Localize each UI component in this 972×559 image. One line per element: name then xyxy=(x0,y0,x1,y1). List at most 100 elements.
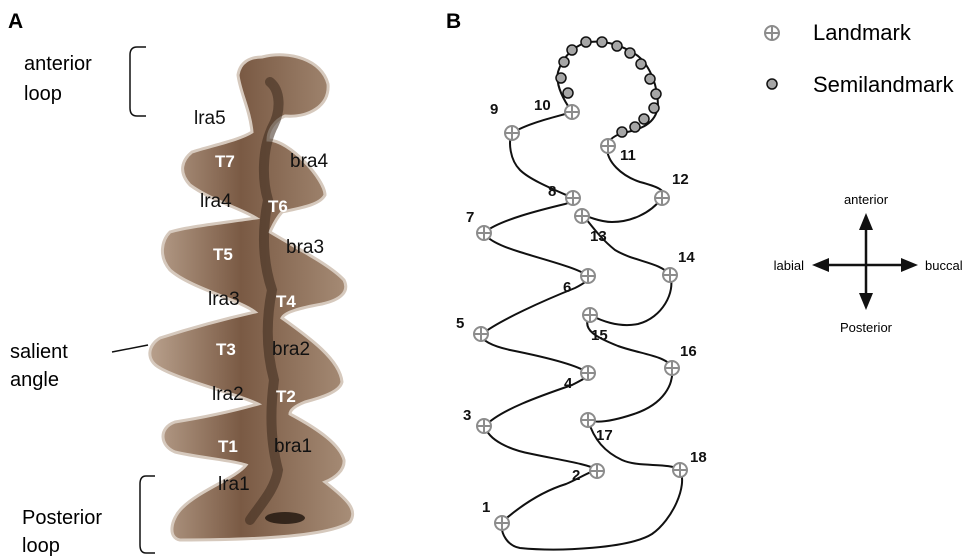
landmark-3 xyxy=(476,418,492,434)
semilandmark-2 xyxy=(555,72,567,84)
landmark-5 xyxy=(473,326,489,342)
posterior-loop-dark-spot xyxy=(265,512,305,524)
landmark-label-5: 5 xyxy=(456,315,464,332)
landmark-symbol-icon xyxy=(764,25,780,41)
arrow-left-icon xyxy=(812,258,829,272)
landmark-number-labels: 1 2 3 4 5 6 7 8 9 10 11 12 13 14 15 16 1… xyxy=(456,97,707,516)
landmark-label-13: 13 xyxy=(590,228,607,245)
landmark-label-17: 17 xyxy=(596,427,613,444)
triangle-t7: T7 xyxy=(215,152,235,171)
semilandmark-14 xyxy=(629,121,641,133)
landmark-group xyxy=(473,104,688,531)
semilandmark-7 xyxy=(611,40,623,52)
landmark-label-9: 9 xyxy=(490,101,498,118)
landmark-13 xyxy=(574,208,590,224)
landmark-label-8: 8 xyxy=(548,183,556,200)
semilandmark-3 xyxy=(558,56,570,68)
triangle-t6: T6 xyxy=(268,197,288,216)
compass-anterior-label: anterior xyxy=(844,192,889,207)
triangle-t5: T5 xyxy=(213,245,233,264)
triangle-labels: T7 T6 T5 T4 T3 T2 T1 xyxy=(213,152,296,456)
arrow-down-icon xyxy=(859,293,873,310)
posterior-loop-bracket xyxy=(139,475,155,554)
orientation-compass: anterior Posterior labial buccal xyxy=(774,192,963,335)
panel-a-letter: A xyxy=(8,10,23,33)
landmark-label-3: 3 xyxy=(463,407,471,424)
landmark-label-6: 6 xyxy=(563,279,571,296)
landmark-2 xyxy=(589,463,605,479)
landmark-label-2: 2 xyxy=(572,467,580,484)
landmark-17 xyxy=(580,412,596,428)
landmark-label-4: 4 xyxy=(564,375,573,392)
semilandmark-8 xyxy=(624,47,636,59)
lra3-label: lra3 xyxy=(208,289,240,310)
landmark-18 xyxy=(672,462,688,478)
landmark-4 xyxy=(580,365,596,381)
semilandmark-1 xyxy=(562,87,574,99)
semilandmark-11 xyxy=(650,88,662,100)
panel-b-letter: B xyxy=(446,10,461,33)
lra-labels: lra5 lra4 lra3 lra2 lra1 xyxy=(194,108,250,495)
landmark-1 xyxy=(494,515,510,531)
compass-labial-label: labial xyxy=(774,258,804,273)
landmark-label-15: 15 xyxy=(591,327,608,344)
landmark-label-12: 12 xyxy=(672,171,689,188)
salient-angle-label: salient angle xyxy=(10,341,73,391)
bra2-label: bra2 xyxy=(272,339,310,360)
semilandmark-6 xyxy=(596,36,608,48)
bra4-label: bra4 xyxy=(290,151,328,172)
lra5-label: lra5 xyxy=(194,108,226,129)
semilandmark-5 xyxy=(580,36,592,48)
tooth-dentine-shadow xyxy=(245,77,284,525)
semilandmark-9 xyxy=(635,58,647,70)
landmark-8 xyxy=(565,190,581,206)
landmark-10 xyxy=(564,104,580,120)
landmark-12 xyxy=(654,190,670,206)
landmark-label-11: 11 xyxy=(620,147,636,164)
landmark-label-10: 10 xyxy=(534,97,551,114)
landmark-11 xyxy=(600,138,616,154)
triangle-t2: T2 xyxy=(276,387,296,406)
lra4-label: lra4 xyxy=(200,191,232,212)
landmark-label-7: 7 xyxy=(466,209,474,226)
salient-angle-pointer xyxy=(111,344,149,353)
triangle-t4: T4 xyxy=(276,292,296,311)
tooth-specimen xyxy=(148,53,355,542)
landmark-6 xyxy=(580,268,596,284)
posterior-loop-label: Posterior loop xyxy=(22,507,108,557)
landmark-16 xyxy=(664,360,680,376)
tooth-outline-trace xyxy=(480,40,683,551)
landmark-7 xyxy=(476,225,492,241)
legend-landmark-label: Landmark xyxy=(813,20,912,45)
semilandmark-symbol-icon xyxy=(766,78,778,90)
legend: Landmark Semilandmark xyxy=(764,20,955,97)
landmark-label-16: 16 xyxy=(680,343,697,360)
semilandmark-12 xyxy=(648,102,660,114)
semilandmark-4 xyxy=(566,44,578,56)
landmark-label-14: 14 xyxy=(678,249,695,266)
bra-labels: bra4 bra3 bra2 bra1 xyxy=(272,151,328,457)
landmark-15 xyxy=(582,307,598,323)
anterior-loop-bracket xyxy=(129,46,146,117)
semilandmark-13 xyxy=(638,113,650,125)
semilandmark-15 xyxy=(616,126,628,138)
landmark-9 xyxy=(504,125,520,141)
compass-buccal-label: buccal xyxy=(925,258,963,273)
bra3-label: bra3 xyxy=(286,237,324,258)
tooth-outline xyxy=(148,53,355,542)
landmark-label-1: 1 xyxy=(482,499,490,516)
semilandmark-10 xyxy=(644,73,656,85)
legend-semilandmark-label: Semilandmark xyxy=(813,72,955,97)
arrow-right-icon xyxy=(901,258,918,272)
landmark-label-18: 18 xyxy=(690,449,707,466)
arrow-up-icon xyxy=(859,213,873,230)
anterior-loop-label: anterior loop xyxy=(24,53,97,105)
lra2-label: lra2 xyxy=(212,384,244,405)
lra1-label: lra1 xyxy=(218,474,250,495)
bra1-label: bra1 xyxy=(274,436,312,457)
landmark-14 xyxy=(662,267,678,283)
compass-posterior-label: Posterior xyxy=(840,320,893,335)
semilandmark-group xyxy=(555,36,662,138)
triangle-t1: T1 xyxy=(218,437,238,456)
